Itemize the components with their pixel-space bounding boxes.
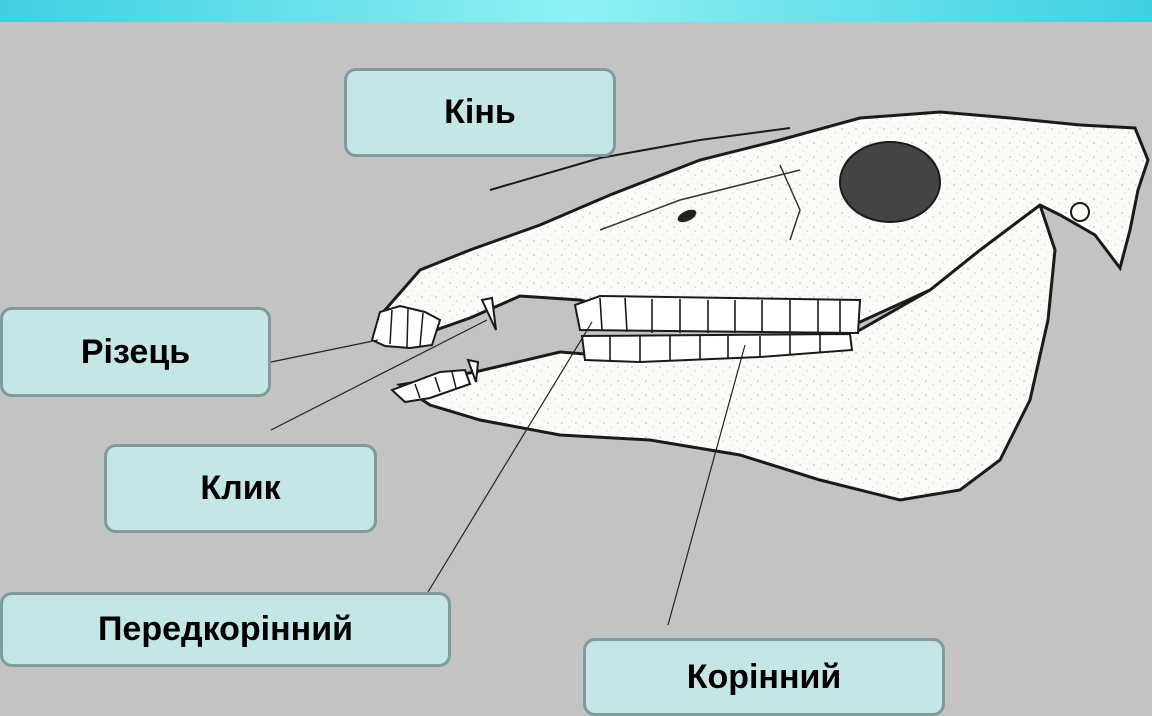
label-premolar-text: Передкорінний [98, 610, 353, 649]
leader-incisor [271, 340, 378, 362]
label-molar-text: Корінний [687, 658, 842, 697]
label-canine-text: Клик [200, 469, 280, 508]
eye-socket [840, 142, 940, 222]
label-incisor-text: Різець [81, 333, 190, 372]
label-molar: Корінний [583, 638, 945, 716]
label-canine: Клик [104, 444, 377, 533]
label-horse: Кінь [344, 68, 616, 157]
label-horse-text: Кінь [444, 93, 516, 132]
label-premolar: Передкорінний [0, 592, 451, 667]
label-incisor: Різець [0, 307, 271, 397]
